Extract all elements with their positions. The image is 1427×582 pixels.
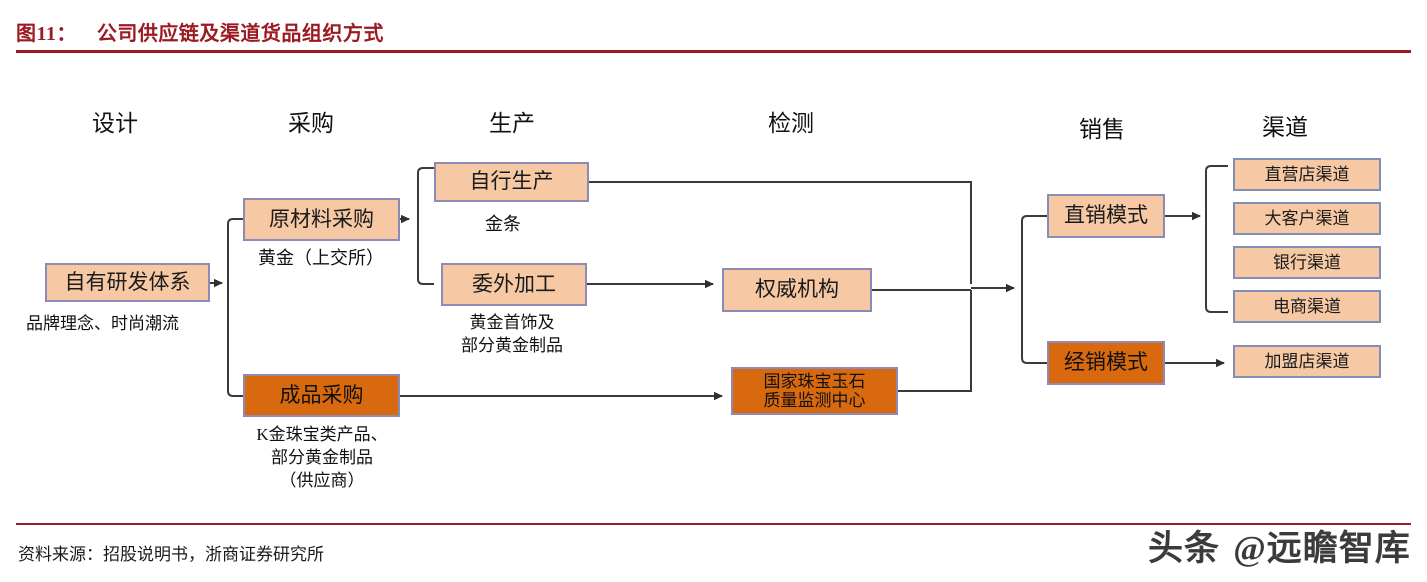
watermark-at-icon: @ bbox=[1233, 529, 1267, 568]
watermark-prefix: 头条 bbox=[1148, 529, 1221, 569]
edge-branch-dealer bbox=[1021, 288, 1047, 364]
caption-raw: 黄金（上交所） bbox=[258, 248, 384, 268]
watermark: 头条 @远瞻智库 bbox=[1148, 520, 1411, 571]
node-channel-self-operated[interactable]: 直营店渠道 bbox=[1233, 158, 1381, 191]
edge-branch-raw bbox=[227, 218, 243, 283]
footer-divider bbox=[16, 523, 1411, 525]
node-dealer-model[interactable]: 经销模式 bbox=[1047, 341, 1165, 385]
node-authority-institution[interactable]: 权威机构 bbox=[722, 268, 872, 312]
node-outsourced-processing[interactable]: 委外加工 bbox=[441, 263, 587, 306]
caption-outsrc: 黄金首饰及 部分黄金制品 bbox=[461, 313, 563, 355]
edge-branch-outsrc bbox=[417, 219, 434, 285]
column-header-produce: 生产 bbox=[489, 111, 535, 136]
node-direct-sales-model[interactable]: 直销模式 bbox=[1047, 194, 1165, 238]
edge-branch-direct bbox=[1021, 215, 1047, 288]
node-channel-franchise[interactable]: 加盟店渠道 bbox=[1233, 345, 1381, 378]
edge-selfprod-to-sales bbox=[589, 181, 972, 284]
edge-branch-selfprod bbox=[417, 167, 434, 219]
column-header-channel: 渠道 bbox=[1262, 115, 1308, 140]
source-note: 资料来源：招股说明书，浙商证券研究所 bbox=[18, 545, 324, 564]
figure-title-text: 公司供应链及渠道货品组织方式 bbox=[96, 23, 384, 45]
flow-connectors bbox=[210, 165, 1228, 401]
node-channel-key-account[interactable]: 大客户渠道 bbox=[1233, 202, 1381, 235]
column-header-inspect: 检测 bbox=[768, 111, 814, 136]
figure-number: 图11： bbox=[16, 23, 77, 45]
node-channel-bank[interactable]: 银行渠道 bbox=[1233, 246, 1381, 279]
edge-channel-4 bbox=[1205, 216, 1228, 313]
flow-diagram: 设计 采购 生产 检测 销售 渠道 自有研发体系 原材料采购 成品采购 自行生产… bbox=[0, 52, 1427, 522]
edge-branch-finished bbox=[227, 283, 243, 397]
header-divider bbox=[16, 50, 1411, 53]
node-channel-ecommerce[interactable]: 电商渠道 bbox=[1233, 290, 1381, 323]
node-rd[interactable]: 自有研发体系 bbox=[45, 263, 210, 302]
column-header-sales: 销售 bbox=[1079, 117, 1125, 142]
node-self-production[interactable]: 自行生产 bbox=[434, 162, 589, 202]
figure-header: 图11： 公司供应链及渠道货品组织方式 bbox=[0, 0, 1427, 53]
node-ngtc[interactable]: 国家珠宝玉石 质量监测中心 bbox=[731, 367, 898, 415]
column-header-procure: 采购 bbox=[288, 111, 334, 136]
edge-ngtc-to-sales bbox=[898, 290, 972, 392]
column-header-design: 设计 bbox=[92, 111, 138, 136]
caption-selfprod: 金条 bbox=[485, 214, 521, 234]
node-raw-material-procurement[interactable]: 原材料采购 bbox=[243, 198, 400, 241]
watermark-name: 远瞻智库 bbox=[1266, 529, 1411, 569]
figure-title: 图11： 公司供应链及渠道货品组织方式 bbox=[16, 17, 384, 46]
edge-channel-1 bbox=[1205, 165, 1228, 216]
caption-rd: 品牌理念、时尚潮流 bbox=[26, 314, 179, 333]
node-finished-goods-procurement[interactable]: 成品采购 bbox=[243, 374, 400, 417]
caption-finished: K金珠宝类产品、 部分黄金制品 （供应商） bbox=[256, 425, 388, 490]
